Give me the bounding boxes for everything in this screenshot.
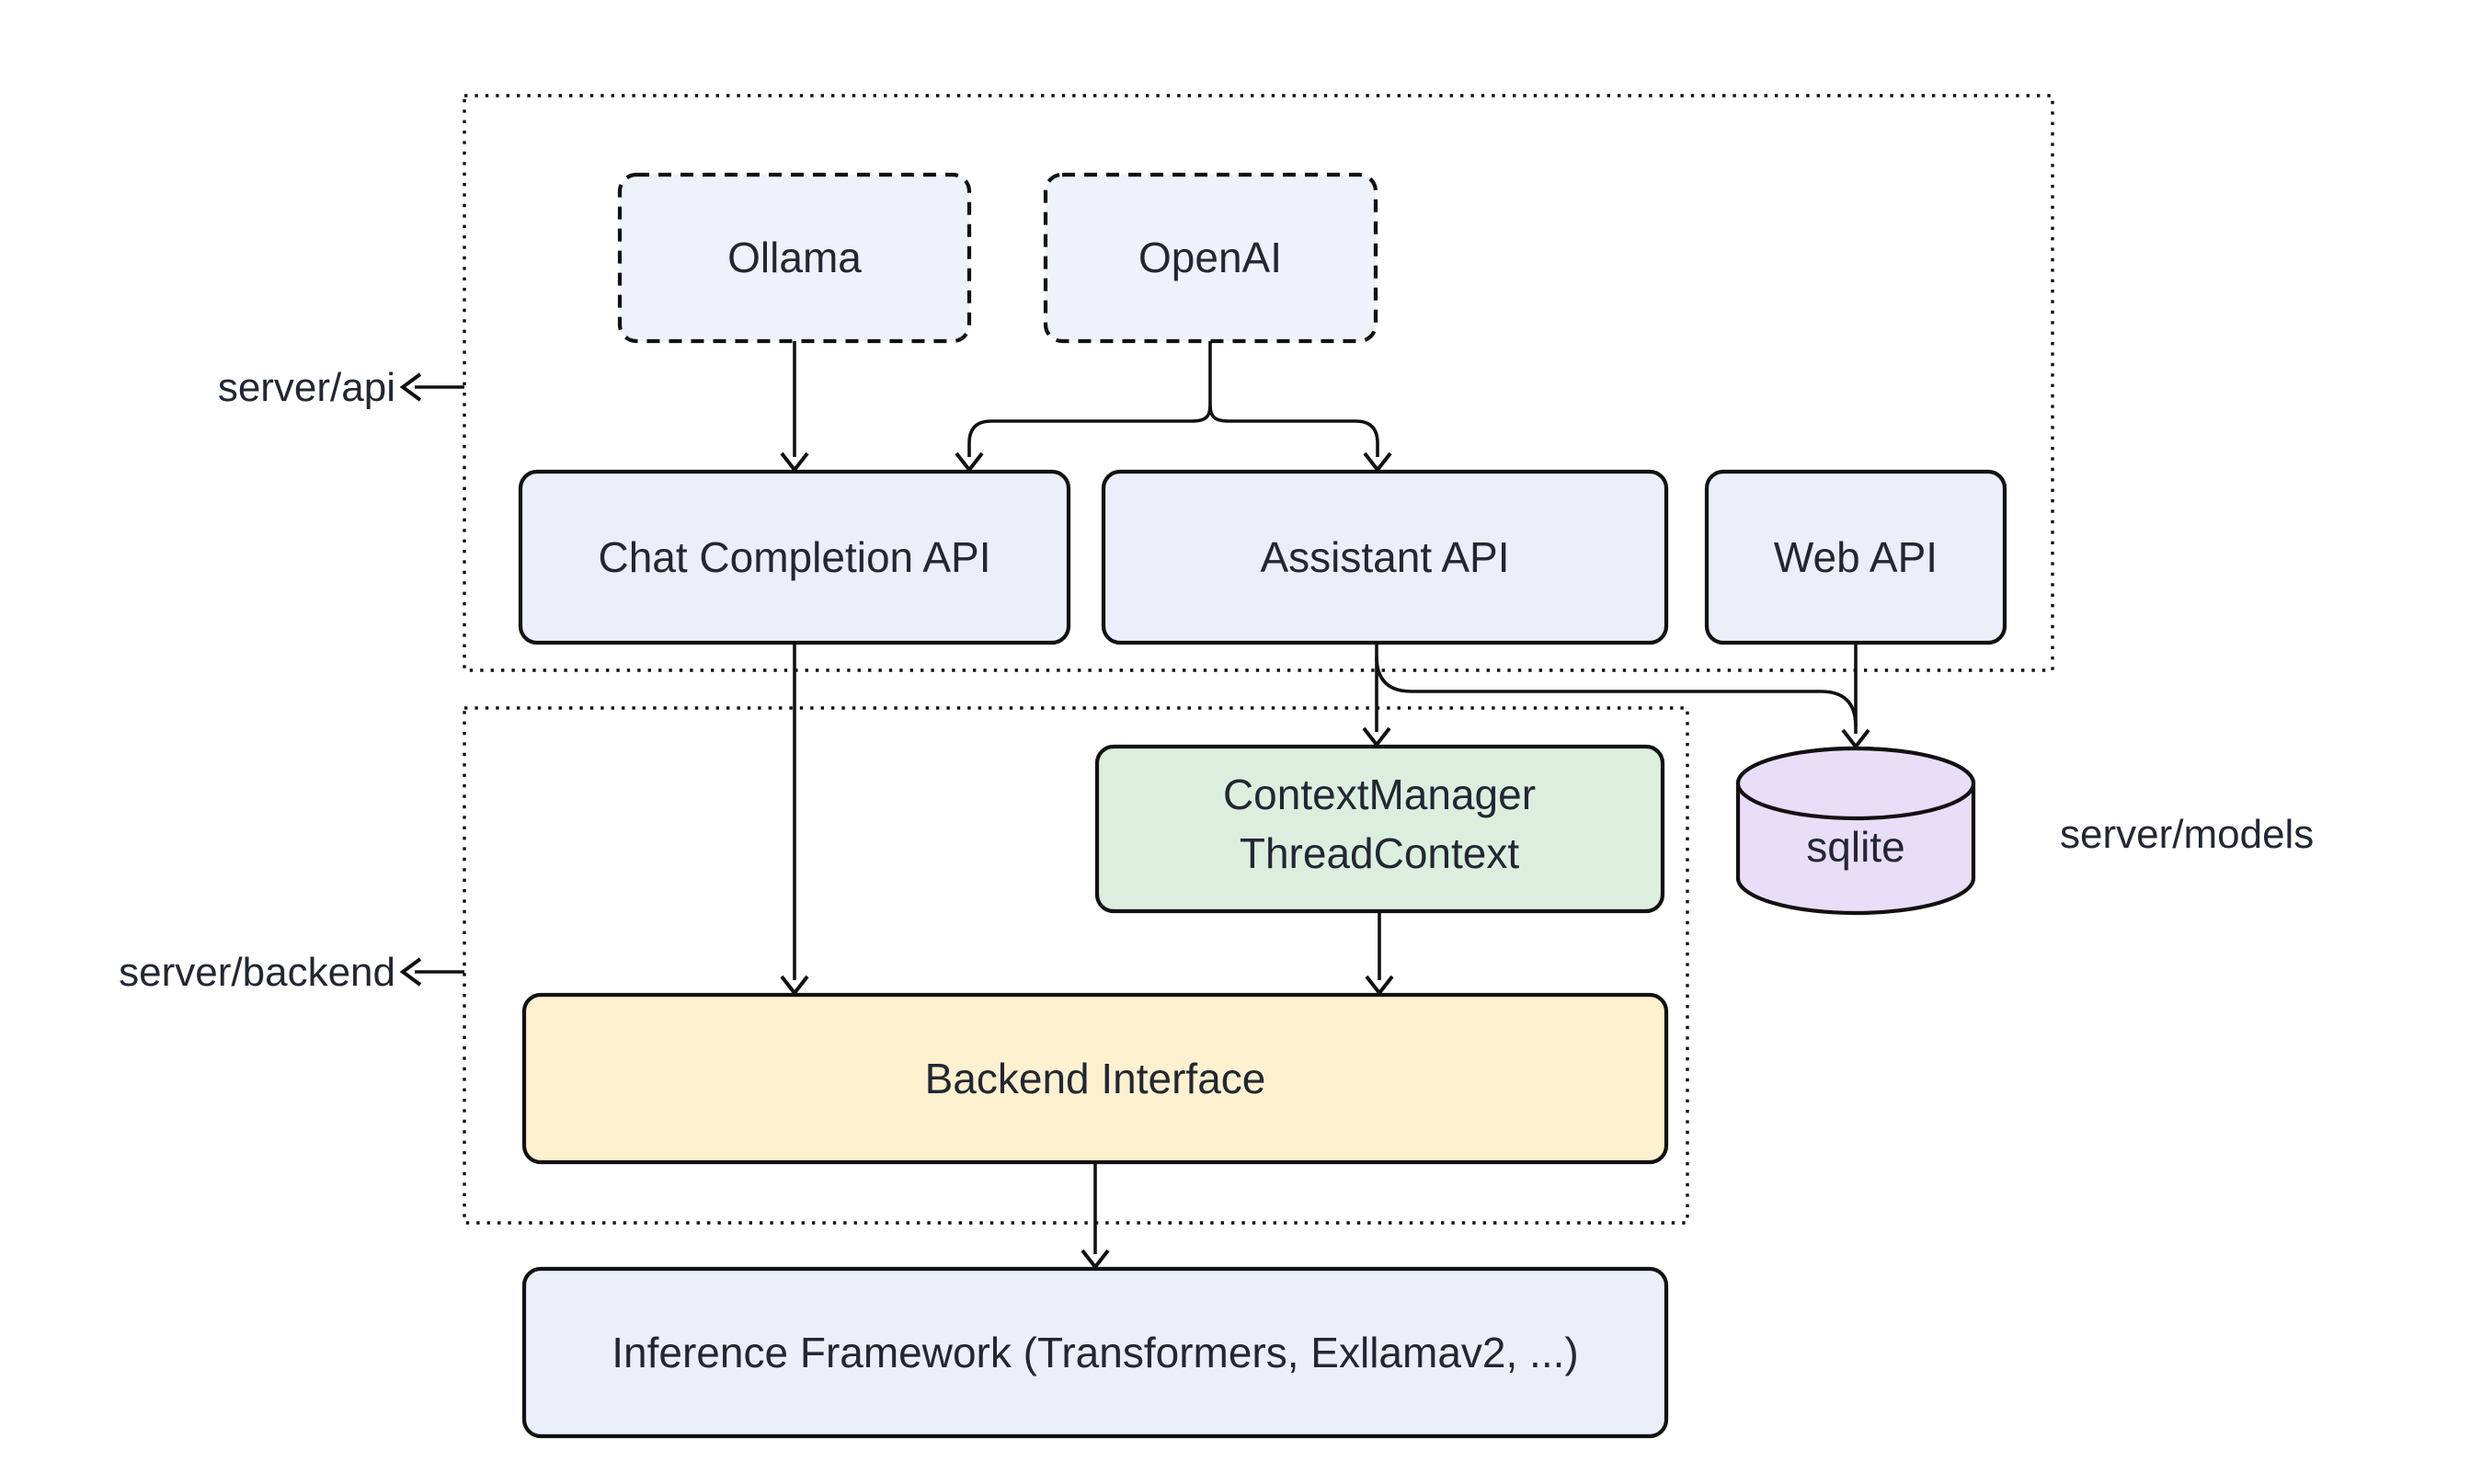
edge-assistant-to-sqlite bbox=[1375, 656, 1858, 727]
node-assistant-api-box bbox=[1101, 469, 1669, 645]
node-web-api: Web API bbox=[1704, 469, 2007, 645]
node-ollama-label: Ollama bbox=[727, 234, 862, 281]
node-context-manager-label-line2: ThreadContext bbox=[1240, 829, 1519, 877]
server-models-label: server/models bbox=[2060, 812, 2314, 857]
node-chat-completion-api-box bbox=[518, 469, 1071, 645]
node-web-api-box bbox=[1704, 469, 2007, 645]
server-backend-label: server/backend bbox=[119, 950, 395, 995]
node-backend-interface-box bbox=[521, 992, 1669, 1165]
node-context-manager: ContextManager ThreadContext bbox=[1094, 744, 1665, 914]
node-assistant-api-label: Assistant API bbox=[1260, 533, 1509, 581]
server-backend-annotation: server/backend bbox=[119, 950, 464, 995]
server-api-annotation: server/api bbox=[218, 365, 464, 410]
node-chat-completion-api-label: Chat Completion API bbox=[598, 533, 990, 581]
edge-openai-to-chat bbox=[967, 405, 1212, 457]
edges bbox=[780, 341, 1870, 1271]
node-openai-box bbox=[1043, 172, 1378, 344]
node-ollama-box bbox=[617, 172, 972, 344]
node-sqlite-cylinder-top bbox=[1735, 746, 1976, 821]
node-sqlite: sqlite bbox=[1735, 746, 1976, 916]
node-inference-framework: Inference Framework (Transformers, Exlla… bbox=[521, 1266, 1669, 1439]
node-assistant-api: Assistant API bbox=[1101, 469, 1669, 645]
edge-openai-to-assistant bbox=[1208, 405, 1379, 457]
node-context-manager-box bbox=[1094, 744, 1665, 914]
node-backend-interface: Backend Interface bbox=[521, 992, 1669, 1165]
node-inference-framework-box bbox=[521, 1266, 1669, 1439]
server-api-label: server/api bbox=[218, 365, 395, 410]
node-context-manager-label-line1: ContextManager bbox=[1223, 771, 1536, 818]
node-openai: OpenAI bbox=[1043, 172, 1378, 344]
node-inference-framework-label: Inference Framework (Transformers, Exlla… bbox=[612, 1329, 1578, 1376]
server-backend-pointer-arrowhead bbox=[399, 957, 422, 987]
node-openai-label: OpenAI bbox=[1138, 234, 1282, 281]
node-web-api-label: Web API bbox=[1774, 533, 1938, 581]
node-chat-completion-api: Chat Completion API bbox=[518, 469, 1071, 645]
server-api-group-border bbox=[463, 94, 2054, 672]
server-backend-group-border bbox=[463, 706, 1689, 1225]
node-sqlite-label: sqlite bbox=[1806, 823, 1904, 871]
node-backend-interface-label: Backend Interface bbox=[925, 1055, 1266, 1102]
server-api-pointer-arrowhead bbox=[399, 372, 422, 402]
node-ollama: Ollama bbox=[617, 172, 972, 344]
